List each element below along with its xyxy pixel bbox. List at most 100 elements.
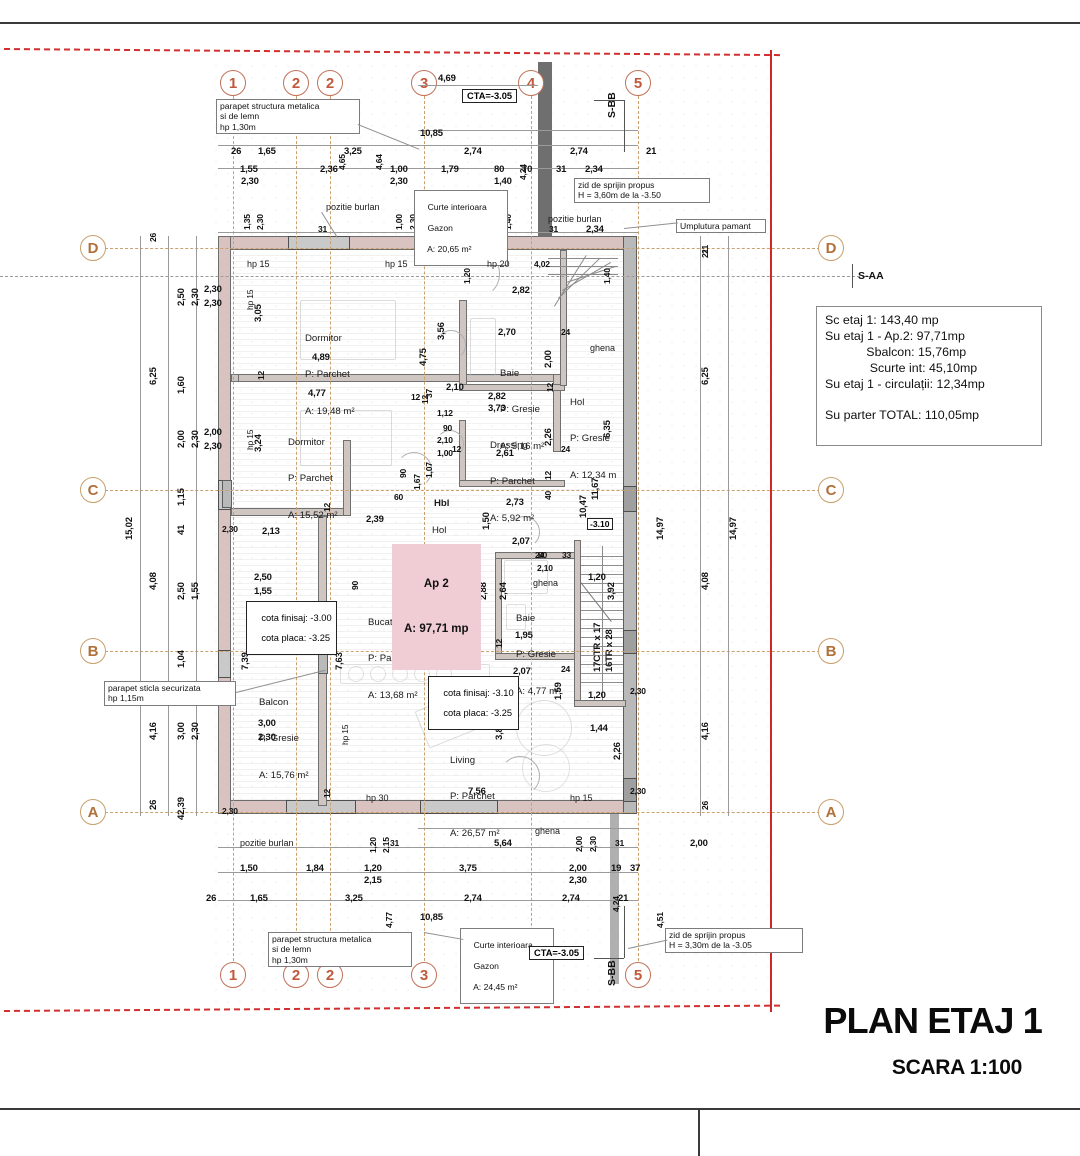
partition-bath-upper-bottom xyxy=(459,384,565,391)
dim-top-small-100: 1,00 xyxy=(394,214,404,230)
dim-top-vert-465: 4,65 xyxy=(337,154,347,170)
annotation-burlan-2: pozitie burlan xyxy=(548,214,602,224)
dim-bot3-215: 2,15 xyxy=(364,875,382,886)
room-finish: P: Gresie xyxy=(570,433,610,445)
dim-int-40: 40 xyxy=(543,490,553,500)
tag-cota-2: cota finisaj: -3.10 cota placa: -3.25 xyxy=(428,676,519,730)
dim-int-300: 3,00 xyxy=(258,718,276,729)
room-dormitor-2: Dormitor P: Parchet A: 15,52 m² xyxy=(288,412,338,547)
room-name: Dormitor xyxy=(305,332,342,344)
dim-int-140: 1,40 xyxy=(602,268,612,284)
grid-bubble-top-2b[interactable]: 2 xyxy=(317,70,343,96)
dim-top4-155: 1,55 xyxy=(240,164,258,175)
dimline-bot-d xyxy=(418,828,638,829)
dim-int-12b: 12 xyxy=(256,370,266,380)
section-marker-s-bb-top: S-BB xyxy=(606,92,618,118)
dim-bot3-230: 2,30 xyxy=(569,875,587,886)
apartment-name: Ap 2 xyxy=(423,577,449,590)
dim-int-155: 1,55 xyxy=(254,586,272,597)
grid-bubble-right-C[interactable]: C xyxy=(818,477,844,503)
furniture-burner-1 xyxy=(348,666,364,682)
dim-int-250: 2,50 xyxy=(254,572,272,583)
grid-bubble-left-C[interactable]: C xyxy=(80,477,106,503)
grid-bubble-top-4[interactable]: 4 xyxy=(518,70,544,96)
dim-bot5-1085: 10,85 xyxy=(420,912,443,923)
dim-int-24c: 24 xyxy=(561,664,571,674)
tag-cta-bottom: CTA=-3.05 xyxy=(529,946,585,960)
dim-int-12g: 12 xyxy=(452,444,462,454)
annotation-umplutura: Umplutura pamant xyxy=(676,219,766,234)
shaft-wall-vertical-bottom xyxy=(610,814,619,984)
dim-int-100: 1,00 xyxy=(437,448,453,458)
dim-top-vert-464: 4,64 xyxy=(374,154,384,170)
room-name: Living xyxy=(450,754,476,766)
stair-winder-top xyxy=(548,252,618,316)
dim-int-200i: 2,00 xyxy=(543,350,554,368)
dim-int-207b: 2,07 xyxy=(513,666,531,677)
grid-bubble-right-A[interactable]: A xyxy=(818,799,844,825)
dim-int-12d: 12 xyxy=(545,382,555,392)
grid-bubble-top-1[interactable]: 1 xyxy=(220,70,246,96)
sill-label-3: hp 15 xyxy=(385,259,408,269)
room-area: A: 13,68 m² xyxy=(368,690,418,702)
grid-bubble-right-B[interactable]: B xyxy=(818,638,844,664)
grid-bubble-bottom-1[interactable]: 1 xyxy=(220,962,246,988)
annotation-ghena-1: ghena xyxy=(590,343,616,353)
dim-int-210: 2,10 xyxy=(446,382,464,393)
dimline-bot-a xyxy=(218,847,638,848)
room-finish: Gazon xyxy=(473,960,499,971)
grid-bubble-top-3[interactable]: 3 xyxy=(411,70,437,96)
dim-top3-26: 26 xyxy=(231,146,242,157)
room-name: Baie xyxy=(500,367,520,379)
annotation-ghena-2: ghena xyxy=(533,578,559,588)
sill-label-4: hp 20 xyxy=(487,259,510,269)
dim-left4-300: 3,00 xyxy=(176,722,187,740)
room-dormitor-1: Dormitor P: Parchet A: 19,48 m² xyxy=(305,308,355,443)
annotation-parapet-metal-top: parapet structura metalica si de lemn hp… xyxy=(216,99,360,134)
dim-int-356: 3,56 xyxy=(436,322,447,340)
dim-bot4-274b: 2,74 xyxy=(562,893,580,904)
grid-bubble-bottom-3[interactable]: 3 xyxy=(411,962,437,988)
partition-bedroom-right-vert xyxy=(553,374,561,452)
dim-int-107: 1,07 xyxy=(424,462,434,478)
grid-bubble-left-D[interactable]: D xyxy=(80,235,106,261)
dim-int-756: 7,56 xyxy=(468,786,486,797)
furniture-bed-2 xyxy=(300,410,392,466)
dim-top-small-135: 1,35 xyxy=(242,214,252,230)
room-finish: P: Parchet xyxy=(490,476,535,488)
dim-left3-115: 1,15 xyxy=(176,488,187,506)
dim-int-80: 80 xyxy=(538,550,548,560)
dim-top5-230b: 2,30 xyxy=(390,176,408,187)
dim-int-24: 24 xyxy=(561,327,571,337)
dim-int-24d: 24 xyxy=(535,550,545,560)
fixture-bathtub-upper xyxy=(470,318,496,376)
dim-left4-230: 2,30 xyxy=(190,288,201,306)
window-right-3 xyxy=(623,778,637,802)
apartment-badge: Ap 2 A: 97,71 mp xyxy=(392,544,481,670)
grid-bubble-left-A[interactable]: A xyxy=(80,799,106,825)
dim-left-26: 26 xyxy=(148,232,158,242)
annotation-burlan-1: pozitie burlan xyxy=(326,202,380,212)
dimline-left-c xyxy=(196,236,197,816)
gridline-5 xyxy=(638,96,639,976)
dim-int-282b: 2,82 xyxy=(512,285,530,296)
grid-bubble-bottom-5[interactable]: 5 xyxy=(625,962,651,988)
grid-bubble-right-D[interactable]: D xyxy=(818,235,844,261)
section-marker-s-aa: S-AA xyxy=(858,270,884,282)
dim-bot4-325: 3,25 xyxy=(345,893,363,904)
sill-label-8: hp 15 xyxy=(570,793,593,803)
room-area: A: 15,52 m² xyxy=(288,510,338,522)
partition-corridor-vert xyxy=(343,440,351,516)
dim-int-477: 4,77 xyxy=(308,388,326,399)
dim-top4-179: 1,79 xyxy=(441,164,459,175)
grid-bubble-left-B[interactable]: B xyxy=(80,638,106,664)
dim-bot-small-230: 2,30 xyxy=(588,836,598,852)
dim-int-392: 3,92 xyxy=(606,582,617,600)
room-area: A: 5,92 m² xyxy=(490,513,535,525)
fixture-shower-lower xyxy=(504,560,548,594)
grid-bubble-top-2a[interactable]: 2 xyxy=(283,70,309,96)
grid-bubble-top-5[interactable]: 5 xyxy=(625,70,651,96)
dim-int-210c: 2,10 xyxy=(437,435,453,445)
annotation-burlan-3: pozitie burlan xyxy=(240,838,294,848)
dim-top4-236: 2,36 xyxy=(320,164,338,175)
